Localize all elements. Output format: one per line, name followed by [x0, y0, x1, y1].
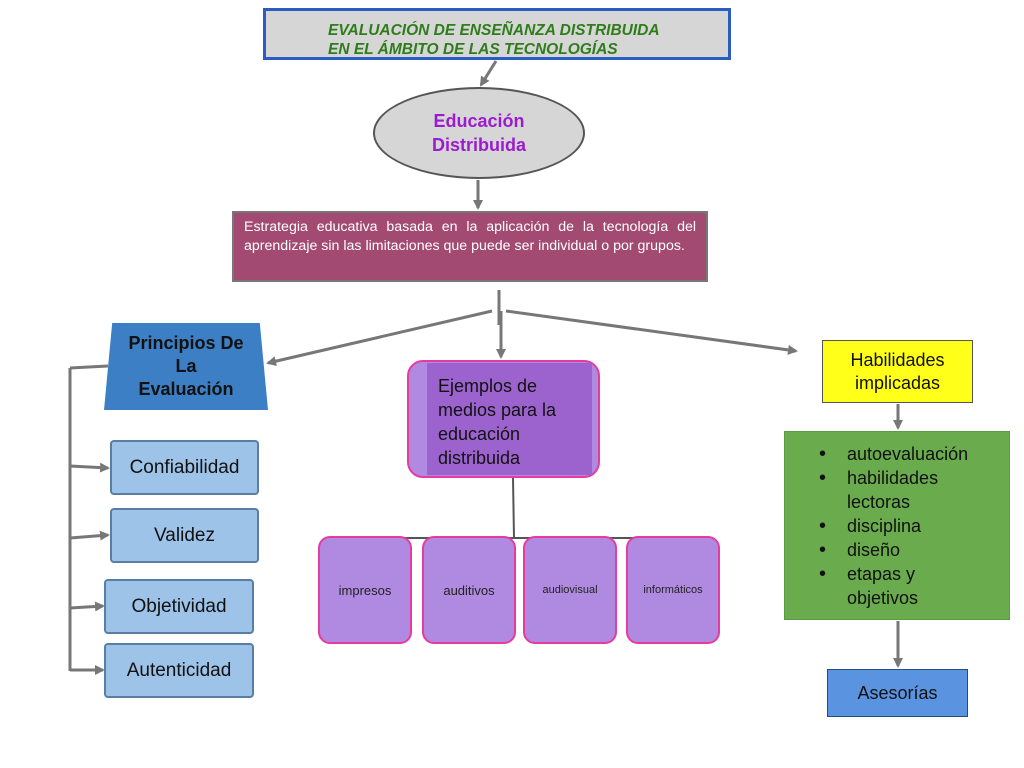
diagram-title: EVALUACIÓN DE ENSEÑANZA DISTRIBUIDA EN E… [263, 8, 731, 60]
media-informaticos: informáticos [626, 536, 720, 644]
diagram-title-line-2: EN EL ÁMBITO DE LAS TECNOLOGÍAS [328, 41, 618, 58]
skill-item: disciplina [795, 514, 1003, 538]
line-examples-down [512, 477, 515, 539]
skill-item: autoevaluación [795, 442, 1003, 466]
skills-title-node: Habilidades implicadas [822, 340, 973, 403]
skills-title-line-2: implicadas [854, 372, 941, 393]
skills-list-node: autoevaluación habilidades lectoras disc… [784, 431, 1010, 620]
skill-item: habilidades lectoras [795, 466, 1003, 514]
examples-title-line-1: Ejemplos de [438, 376, 538, 396]
principle-validez: Validez [110, 508, 259, 563]
media-audiovisual: audiovisual [523, 536, 617, 644]
skill-item: etapas y objetivos [795, 562, 1003, 610]
skill-item-line-1: autoevaluación [847, 444, 969, 464]
principle-objetividad: Objetividad [104, 579, 254, 634]
arrow-title-to-core [479, 60, 498, 87]
examples-title-line-3: educación [438, 424, 521, 444]
arrow-to-objetividad [69, 601, 105, 612]
principles-title-line-2: La [175, 356, 197, 376]
skill-item-line-1: diseño [847, 540, 901, 560]
skill-item-line-1: habilidades [847, 468, 939, 488]
skill-item-line-1: disciplina [847, 516, 922, 536]
skill-item: diseño [795, 538, 1003, 562]
diagram-title-line-1: EVALUACIÓN DE ENSEÑANZA DISTRIBUIDA [328, 22, 660, 39]
skills-title-line-1: Habilidades [850, 349, 945, 370]
line-principles-stub [69, 364, 109, 370]
examples-node: Ejemplos de medios para la educación dis… [427, 363, 592, 475]
arrow-to-confiabilidad [69, 462, 110, 473]
skill-item-line-1: etapas y [847, 564, 916, 584]
arrow-to-skills [505, 309, 798, 355]
principles-title-line-3: Evaluación [138, 379, 234, 399]
arrow-to-principles [266, 309, 493, 367]
media-impresos: impresos [318, 536, 412, 644]
principle-confiabilidad: Confiabilidad [110, 440, 259, 495]
skill-item-line-2: objetivos [847, 588, 919, 608]
examples-title-line-4: distribuida [438, 448, 521, 468]
core-concept-node: Educación Distribuida [373, 87, 585, 179]
media-auditivos: auditivos [422, 536, 516, 644]
principle-autenticidad: Autenticidad [104, 643, 254, 698]
definition-box: Estrategia educativa basada en la aplica… [232, 211, 708, 282]
core-concept-line-2: Distribuida [431, 135, 526, 155]
principles-node: Principios De La Evaluación [104, 323, 268, 410]
core-concept-line-1: Educación [433, 111, 525, 131]
skill-item-line-2: lectoras [847, 492, 911, 512]
principles-title-line-1: Principios De [128, 333, 244, 353]
support-node: Asesorías [827, 669, 968, 717]
examples-title-line-2: medios para la [438, 400, 557, 420]
arrow-to-validez [69, 530, 110, 541]
